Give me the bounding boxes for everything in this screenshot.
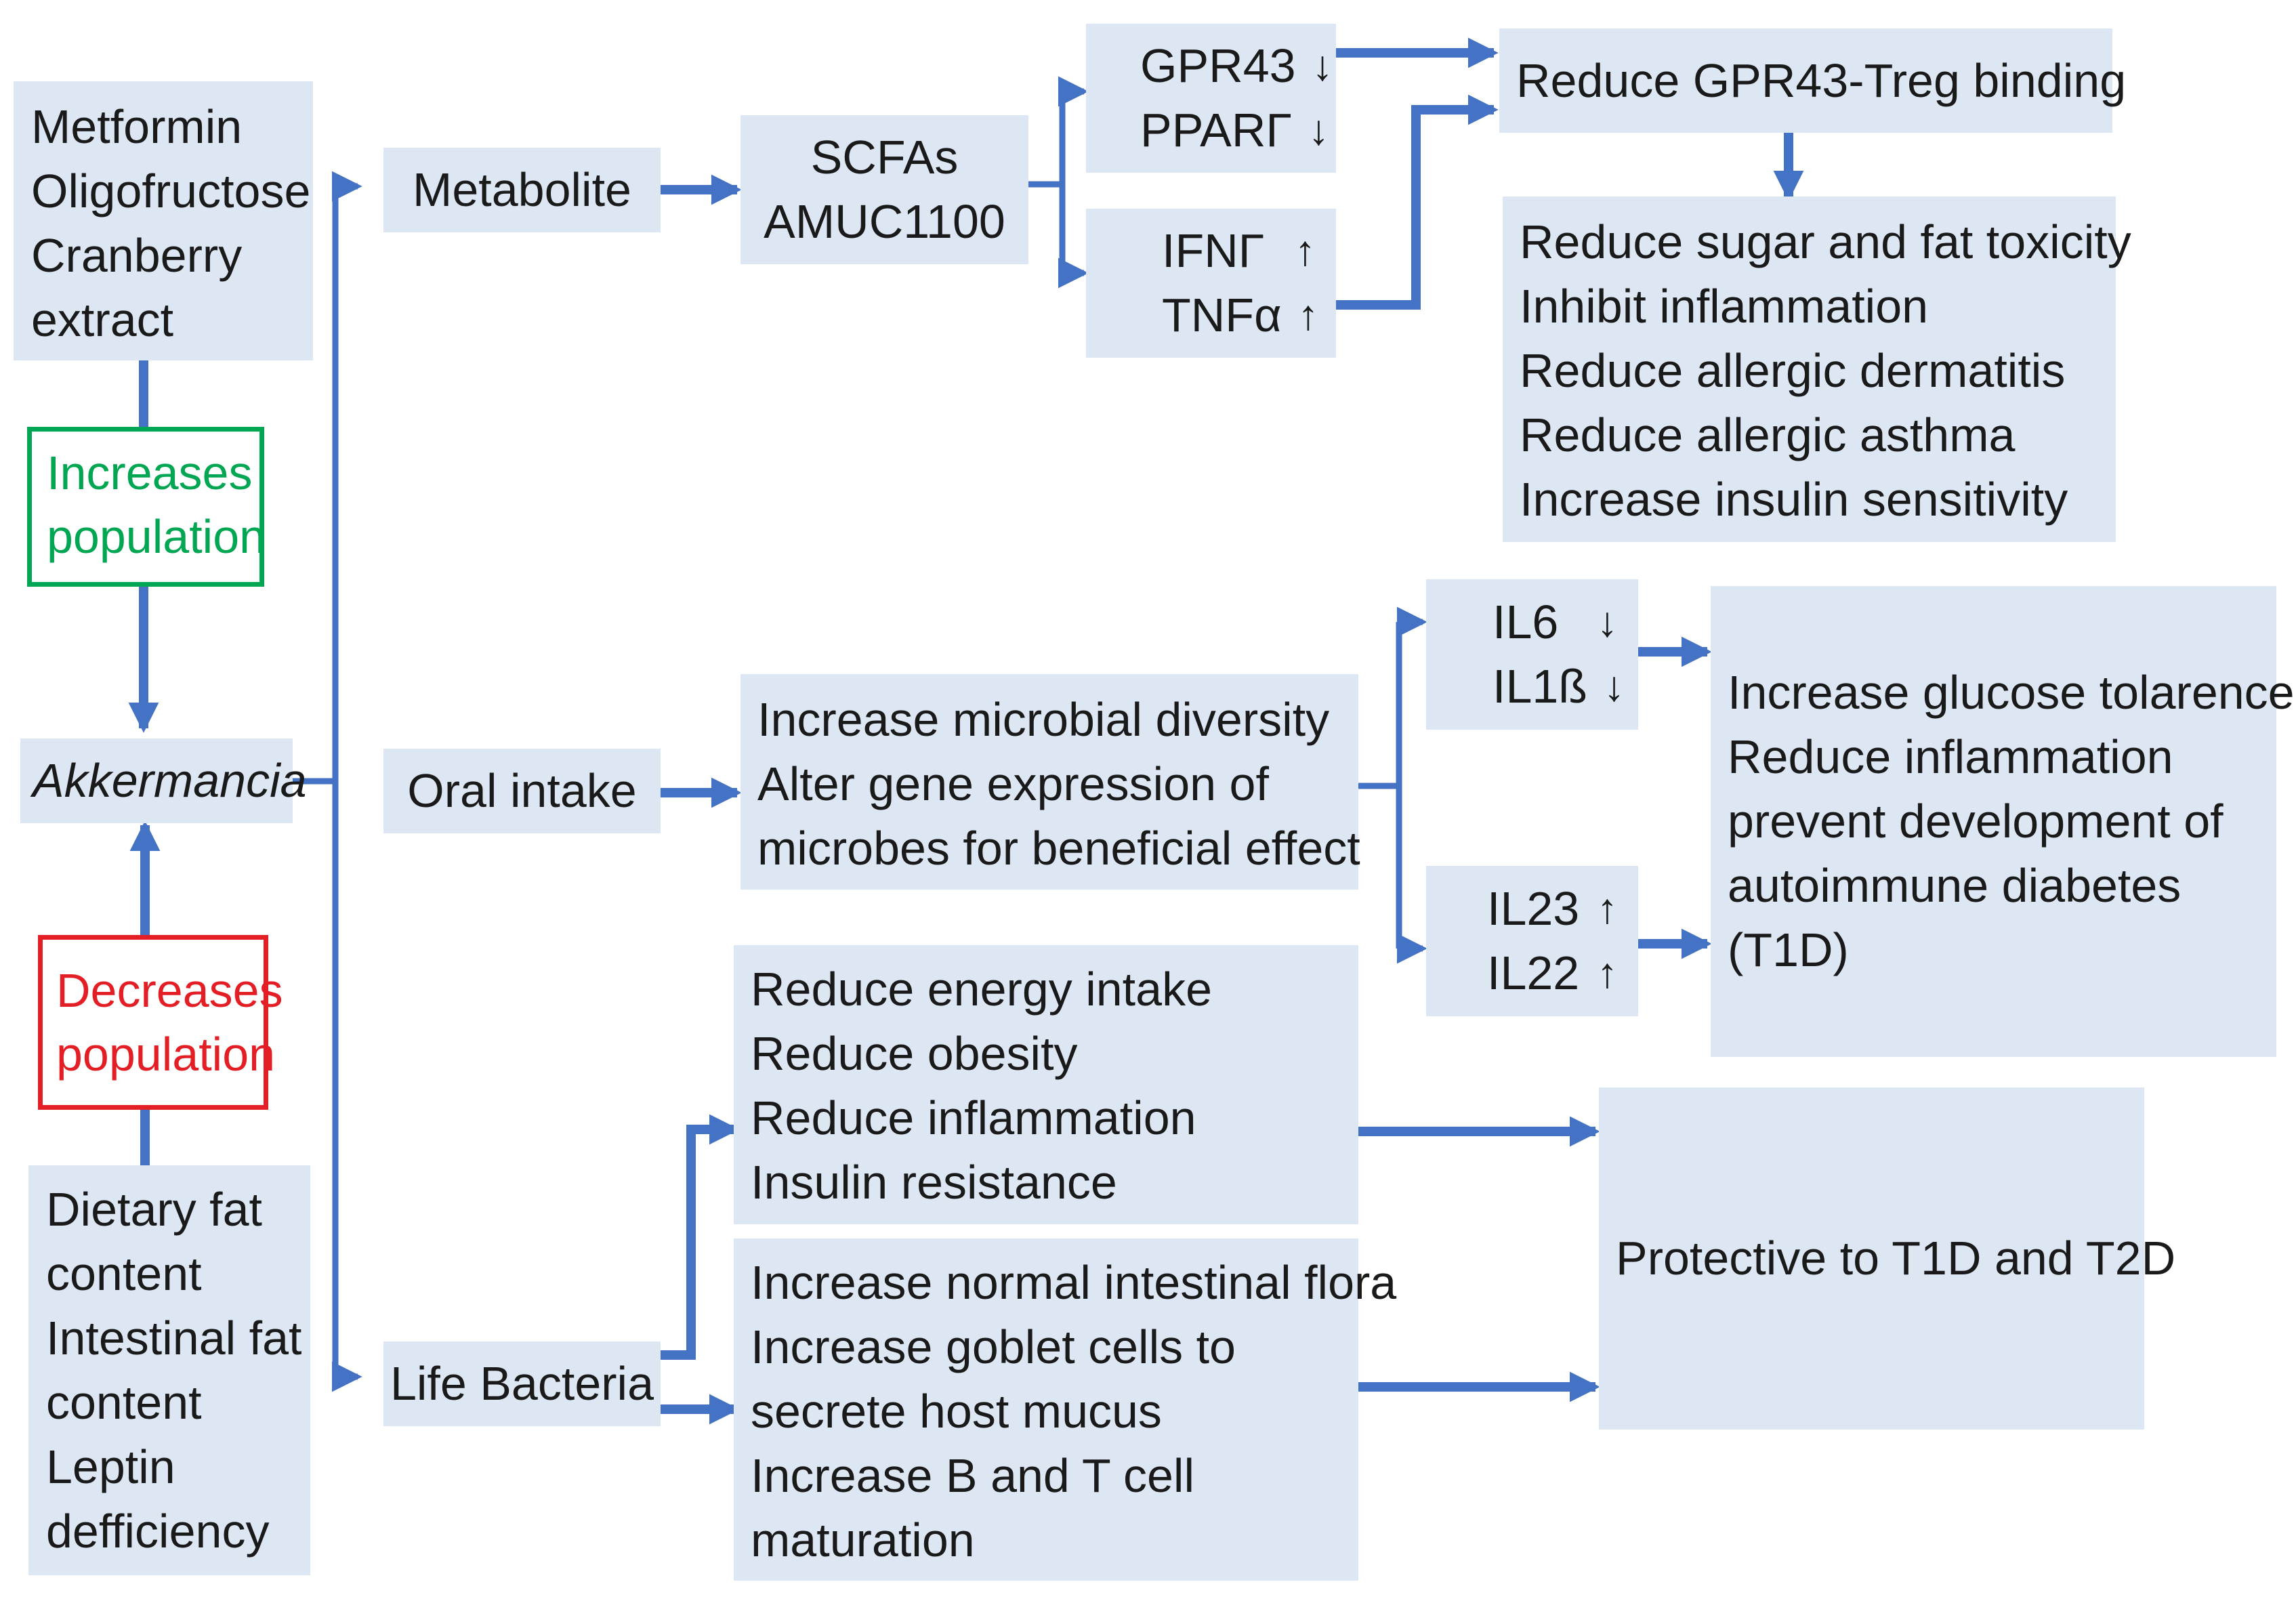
bacteria-lower-item: Increase normal intestinal flora	[751, 1256, 1397, 1309]
subject-label: Akkermancia	[33, 754, 307, 807]
metabolite-box: Metabolite	[383, 148, 661, 232]
bacteria-lower-item: Increase B and T cell	[751, 1449, 1195, 1502]
up-arrow-icon: ↑	[1597, 950, 1618, 997]
oral-effect-item: microbes for beneficial effect	[757, 822, 1360, 875]
scfas-box: SCFAs AMUC1100	[740, 115, 1028, 264]
ifng-tnfa-box: IFNΓ ↑ TNFα ↑	[1086, 209, 1336, 358]
metabolite-effect-item: Reduce sugar and fat toxicity	[1520, 215, 2131, 268]
decreaser-item: content	[46, 1247, 202, 1300]
metabolite-effect-item: Reduce allergic asthma	[1520, 409, 2016, 461]
pparg-row: PPARΓ ↓	[1140, 98, 1329, 163]
oral-effect-item: Increase microbial diversity	[757, 693, 1330, 746]
bacteria-lower-box: Increase normal intestinal flora Increas…	[734, 1238, 1397, 1581]
il6-il1b-box: IL6 ↓ IL1ß ↓	[1426, 579, 1638, 730]
bacteria-upper-item: Reduce inflammation	[751, 1091, 1196, 1144]
il23-row: IL23 ↑	[1487, 877, 1618, 941]
gpr43-label: GPR43	[1140, 39, 1296, 92]
increaser-item: Oligofructose	[31, 165, 311, 217]
decreases-label-line: population	[56, 1028, 276, 1081]
oral-outcome-item: Reduce inflammation	[1728, 730, 2173, 783]
akkermancia-box: Akkermancia	[20, 738, 307, 823]
scfas-item: SCFAs	[810, 131, 959, 184]
down-arrow-icon: ↓	[1604, 663, 1625, 710]
decreaser-item: Dietary fat	[46, 1183, 262, 1236]
il6-label: IL6	[1493, 596, 1559, 648]
arrow-bacteria-to-upper	[661, 1114, 740, 1360]
scfas-item: AMUC1100	[764, 195, 1005, 248]
oral-effects-box: Increase microbial diversity Alter gene …	[740, 674, 1360, 890]
increases-label-line: Increases	[47, 446, 253, 499]
increaser-item: Cranberry	[31, 229, 243, 282]
oral-effect-item: Alter gene expression of	[757, 757, 1269, 810]
metabolite-effect-item: Increase insulin sensitivity	[1520, 473, 2068, 526]
protective-outcome-box: Protective to T1D and T2D	[1599, 1087, 2176, 1430]
treg-binding-label: Reduce GPR43-Treg binding	[1516, 54, 2127, 107]
gpr43-ppar-box: GPR43 ↓ PPARΓ ↓	[1086, 24, 1336, 173]
oral-outcomes-box: Increase glucose tolarence Reduce inflam…	[1711, 586, 2295, 1057]
metabolite-effect-item: Reduce allergic dermatitis	[1520, 344, 2066, 397]
bacteria-lower-item: maturation	[751, 1514, 975, 1566]
increases-population-label: Increases population	[27, 427, 266, 587]
decreaser-item: content	[46, 1376, 202, 1429]
oral-outcome-item: prevent development of	[1728, 795, 2224, 848]
bacteria-upper-box: Reduce energy intake Reduce obesity Redu…	[734, 945, 1358, 1224]
down-arrow-icon: ↓	[1308, 107, 1329, 154]
down-arrow-icon: ↓	[1312, 43, 1333, 89]
oral-outcome-item: autoimmune diabetes	[1728, 859, 2182, 912]
tnfa-row: TNFα ↑	[1162, 283, 1319, 348]
decreases-label-line: Decreases	[56, 964, 283, 1017]
up-arrow-icon: ↑	[1597, 886, 1618, 932]
life-bacteria-box: Life Bacteria	[383, 1341, 661, 1426]
metabolite-effects-box: Reduce sugar and fat toxicity Inhibit in…	[1503, 196, 2131, 542]
decreasers-box: Dietary fat content Intestinal fat conte…	[28, 1165, 310, 1575]
metabolite-effect-item: Inhibit inflammation	[1520, 280, 1929, 333]
il1b-label: IL1ß	[1493, 660, 1588, 713]
up-arrow-icon: ↑	[1297, 292, 1319, 339]
up-arrow-icon: ↑	[1295, 228, 1316, 274]
bacteria-upper-item: Reduce obesity	[751, 1027, 1078, 1080]
increases-label-line: population	[47, 510, 266, 563]
decreaser-item: Leptin	[46, 1440, 175, 1493]
oral-intake-box: Oral intake	[383, 749, 661, 833]
il6-row: IL6 ↓	[1493, 590, 1618, 654]
decreaser-item: defficiency	[46, 1505, 270, 1558]
increaser-item: Metformin	[31, 100, 243, 153]
arrow-tnfa-to-binding	[1336, 94, 1499, 310]
il22-row: IL22 ↑	[1487, 941, 1618, 1005]
decreaser-item: Intestinal fat	[46, 1312, 302, 1365]
ifng-label: IFNΓ	[1162, 224, 1265, 277]
bacteria-upper-item: Reduce energy intake	[751, 963, 1212, 1016]
tnfa-label: TNFα	[1162, 289, 1282, 341]
decreases-population-label: Decreases population	[38, 935, 283, 1110]
route-metabolite-label: Metabolite	[413, 163, 631, 216]
increaser-item: extract	[31, 293, 174, 346]
bacteria-lower-item: Increase goblet cells to	[751, 1320, 1236, 1373]
pparg-label: PPARΓ	[1140, 104, 1292, 157]
route-life-bacteria-label: Life Bacteria	[390, 1357, 654, 1410]
il22-label: IL22	[1487, 946, 1580, 999]
route-oral-intake-label: Oral intake	[407, 764, 637, 817]
il23-il22-box: IL23 ↑ IL22 ↑	[1426, 866, 1638, 1016]
treg-binding-box: Reduce GPR43-Treg binding	[1499, 28, 2127, 133]
down-arrow-icon: ↓	[1597, 599, 1618, 646]
increasers-box: Metformin Oligofructose Cranberry extrac…	[14, 81, 313, 360]
bacteria-upper-item: Insulin resistance	[751, 1156, 1117, 1209]
il1b-row: IL1ß ↓	[1493, 654, 1625, 719]
protective-outcome-label: Protective to T1D and T2D	[1616, 1232, 2176, 1285]
oral-outcome-item: (T1D)	[1728, 923, 1849, 976]
gpr43-row: GPR43 ↓	[1140, 34, 1333, 98]
bacteria-lower-item: secrete host mucus	[751, 1385, 1162, 1438]
oral-outcome-item: Increase glucose tolarence	[1728, 666, 2295, 719]
il23-label: IL23	[1487, 882, 1580, 935]
ifng-row: IFNΓ ↑	[1162, 219, 1316, 283]
